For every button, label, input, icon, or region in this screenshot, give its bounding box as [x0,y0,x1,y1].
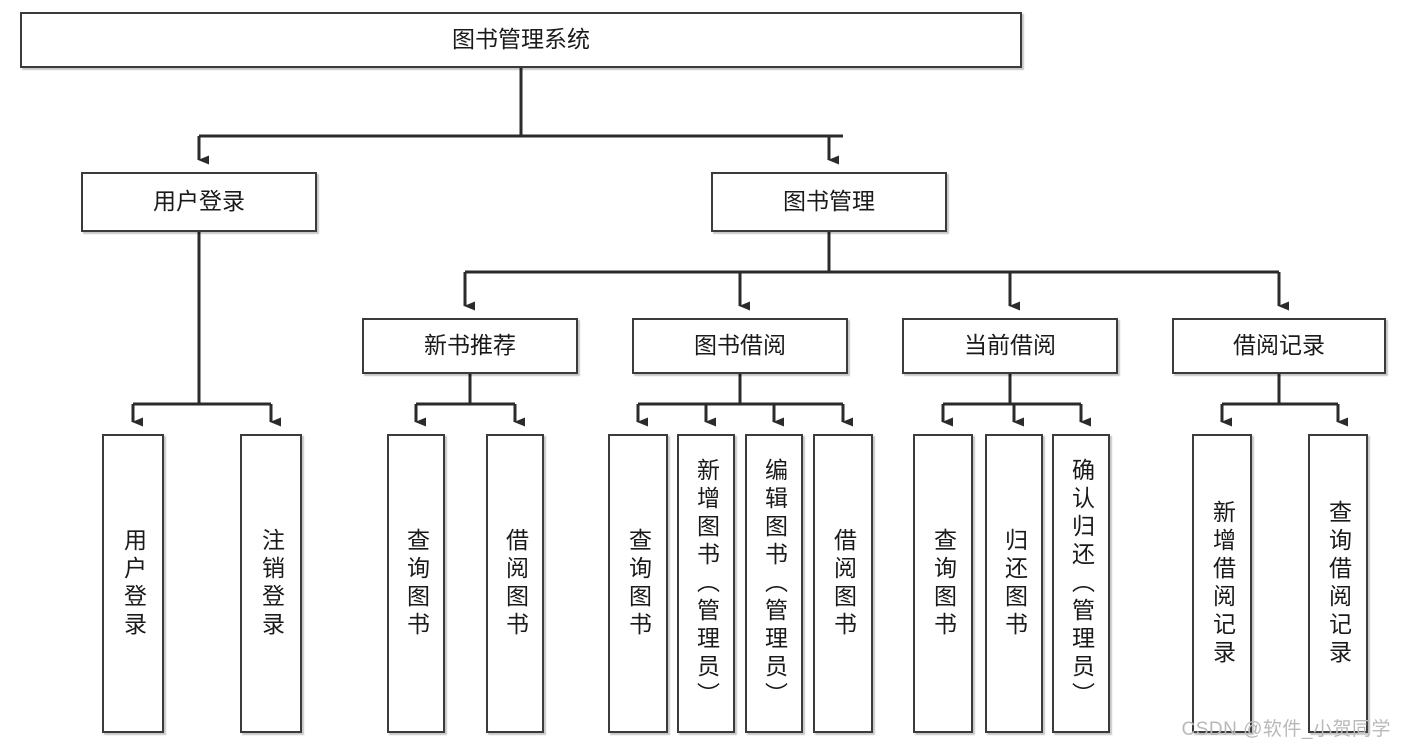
leaf-query-books-recommend-label: 查询图书 [403,527,430,640]
leaf-confirm-return-admin[interactable]: 确认归还（管理员） [1052,434,1110,733]
leaf-add-book-admin-label: 新增图书（管理员） [693,457,720,710]
leaf-edit-book-admin-label: 编辑图书（管理员） [761,457,788,710]
node-new-book-recommendation-label: 新书推荐 [424,332,516,359]
leaf-borrow-books-recommend-label: 借阅图书 [502,527,529,640]
node-current-borrowing-label: 当前借阅 [964,332,1056,359]
leaf-edit-book-admin[interactable]: 编辑图书（管理员） [745,434,803,733]
leaf-return-books-label: 归还图书 [1001,527,1028,640]
node-user-login[interactable]: 用户登录 [81,172,317,232]
node-borrow-records[interactable]: 借阅记录 [1172,318,1386,374]
leaf-logout-label: 注销登录 [258,527,285,640]
watermark-text: CSDN @软件_小贺同学 [1181,719,1391,740]
leaf-add-borrow-record-label: 新增借阅记录 [1209,499,1236,668]
leaf-borrow-books-recommend[interactable]: 借阅图书 [486,434,544,733]
leaf-query-borrow-record[interactable]: 查询借阅记录 [1308,434,1368,733]
node-root[interactable]: 图书管理系统 [20,12,1022,68]
leaf-borrow-books-borrowing-label: 借阅图书 [830,527,857,640]
leaf-query-books-borrowing[interactable]: 查询图书 [608,434,668,733]
node-root-label: 图书管理系统 [452,26,590,53]
node-book-management-label: 图书管理 [783,188,875,215]
node-book-borrowing[interactable]: 图书借阅 [632,318,848,374]
leaf-user-login[interactable]: 用户登录 [102,434,164,733]
leaf-confirm-return-admin-label: 确认归还（管理员） [1068,457,1095,710]
leaf-query-books-borrowing-label: 查询图书 [625,527,652,640]
leaf-logout[interactable]: 注销登录 [240,434,302,733]
node-book-borrowing-label: 图书借阅 [694,332,786,359]
leaf-query-books-current-label: 查询图书 [930,527,957,640]
leaf-return-books[interactable]: 归还图书 [985,434,1043,733]
leaf-query-books-recommend[interactable]: 查询图书 [387,434,445,733]
leaf-add-borrow-record[interactable]: 新增借阅记录 [1192,434,1252,733]
node-current-borrowing[interactable]: 当前借阅 [902,318,1118,374]
leaf-add-book-admin[interactable]: 新增图书（管理员） [677,434,735,733]
leaf-query-borrow-record-label: 查询借阅记录 [1325,499,1352,668]
node-borrow-records-label: 借阅记录 [1233,332,1325,359]
leaf-borrow-books-borrowing[interactable]: 借阅图书 [813,434,873,733]
node-user-login-label: 用户登录 [153,188,245,215]
leaf-query-books-current[interactable]: 查询图书 [913,434,973,733]
leaf-user-login-label: 用户登录 [120,527,147,640]
node-new-book-recommendation[interactable]: 新书推荐 [362,318,578,374]
node-book-management[interactable]: 图书管理 [711,172,947,232]
